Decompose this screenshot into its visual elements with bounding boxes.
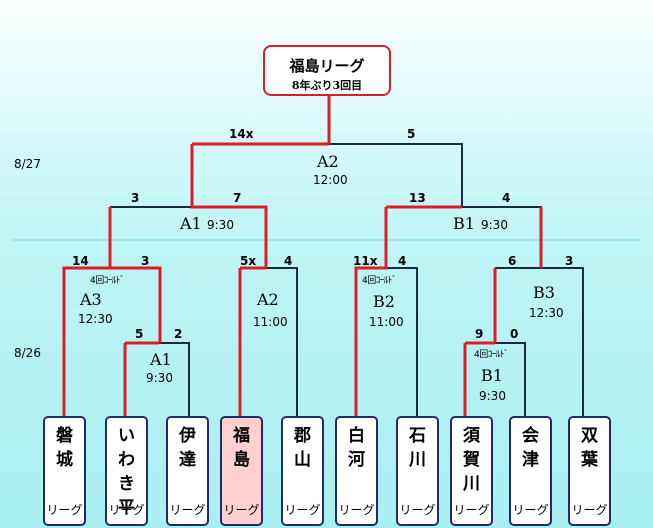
score-final-left: 14x — [229, 127, 254, 141]
champion-note: 8年ぶり3回目 — [291, 79, 363, 92]
winner-lines — [62, 96, 543, 416]
team-league: リーグ — [46, 503, 83, 517]
team-league: リーグ — [571, 503, 608, 517]
score-b1f-left: 9 — [475, 327, 484, 341]
champion-name: 福島リーグ — [289, 57, 365, 75]
match-code-b1-semi: B1 — [453, 214, 475, 233]
score-final-right: 5 — [407, 127, 416, 141]
team-box-date: 伊達 リーグ — [166, 416, 209, 526]
match-time-b2: 11:00 — [369, 315, 404, 329]
date-first-round: 8/26 — [14, 346, 41, 360]
team-name: 磐城 — [56, 426, 73, 470]
match-time-b1-semi: 9:30 — [481, 218, 508, 232]
team-box-sukagawa: 須賀川 リーグ — [450, 416, 493, 526]
match-code-a1-first: A1 — [150, 350, 172, 369]
team-name: いわき平 — [118, 426, 135, 518]
score-b2-right: 4 — [398, 254, 407, 268]
team-box-shirakawa: 白河 リーグ — [335, 416, 378, 526]
match-time-a1-first: 9:30 — [146, 371, 173, 385]
match-time-final: 12:00 — [313, 173, 348, 187]
line-b1f-right — [495, 342, 526, 416]
team-league: リーグ — [169, 503, 206, 517]
score-a3-right: 3 — [141, 254, 150, 268]
team-name: 福島 — [233, 426, 250, 470]
line-a1s-winner — [190, 144, 268, 268]
score-a1s-left: 3 — [131, 191, 140, 205]
match-code-final: A2 — [317, 152, 339, 171]
date-final: 8/27 — [14, 157, 41, 171]
team-league: リーグ — [284, 503, 321, 517]
score-b1s-left: 13 — [409, 191, 426, 205]
match-time-a3: 12:30 — [78, 312, 113, 326]
match-note-b2: 4回ｺｰﾙﾄﾞ — [362, 276, 397, 286]
team-league: リーグ — [108, 503, 145, 517]
line-a1f-right — [159, 342, 190, 416]
team-name: 白河 — [348, 426, 365, 470]
line-a3-winner — [62, 207, 112, 416]
team-league: リーグ — [399, 503, 436, 517]
score-a2f-right: 4 — [284, 254, 293, 268]
match-time-b1-first: 9:30 — [479, 389, 506, 403]
score-a1s-right: 7 — [233, 191, 242, 205]
match-code-b3: B3 — [533, 283, 555, 302]
line-a3-right-red — [125, 266, 162, 343]
match-note-a3: 4回ｺｰﾙﾄﾞ — [90, 276, 125, 286]
team-league: リーグ — [338, 503, 375, 517]
team-name: 双葉 — [581, 426, 598, 470]
team-name: 会津 — [522, 426, 539, 470]
line-b3-right — [541, 267, 584, 416]
line-b2-right — [388, 267, 418, 416]
team-name: 郡山 — [294, 426, 311, 470]
match-code-b2: B2 — [373, 292, 395, 311]
team-box-aizu: 会津 リーグ — [509, 416, 552, 526]
team-box-ishikawa: 石川 リーグ — [396, 416, 439, 526]
match-code-a3: A3 — [80, 290, 102, 309]
score-a3-left: 14 — [72, 254, 89, 268]
score-a2f-left: 5x — [240, 254, 257, 268]
team-league: リーグ — [512, 503, 549, 517]
score-b3-right: 3 — [565, 254, 574, 268]
team-league: リーグ — [453, 503, 490, 517]
match-time-a1-semi: 9:30 — [207, 218, 234, 232]
match-time-b3: 12:30 — [529, 306, 564, 320]
score-b2-left: 11x — [353, 254, 378, 268]
team-box-iwakitaira: いわき平 リーグ — [105, 416, 148, 526]
line-final-right — [329, 143, 463, 207]
team-box-iwaki: 磐城 リーグ — [43, 416, 86, 526]
team-box-koriyama: 郡山 リーグ — [281, 416, 324, 526]
match-note-b1-first: 4回ｺｰﾙﾄﾞ — [474, 350, 509, 360]
team-name: 須賀川 — [463, 426, 480, 494]
team-name: 石川 — [409, 426, 426, 470]
line-b1s-left — [354, 207, 388, 416]
match-time-a2-first: 11:00 — [253, 315, 288, 329]
match-code-a1-semi: A1 — [180, 214, 202, 233]
score-a1f-right: 2 — [174, 327, 183, 341]
score-b1s-right: 4 — [502, 191, 511, 205]
team-name: 伊達 — [179, 426, 196, 470]
champion-box: 福島リーグ 8年ぶり3回目 — [263, 45, 391, 96]
match-code-b1-first: B1 — [481, 366, 503, 385]
score-a1f-left: 5 — [135, 327, 144, 341]
score-b3-left: 6 — [508, 254, 517, 268]
match-code-a2-first: A2 — [257, 290, 279, 309]
team-box-fukushima: 福島 リーグ — [220, 416, 263, 526]
line-a2f-right — [266, 267, 298, 416]
team-box-futaba: 双葉 リーグ — [568, 416, 611, 526]
team-league: リーグ — [223, 503, 260, 517]
score-b1f-right: 0 — [510, 327, 519, 341]
